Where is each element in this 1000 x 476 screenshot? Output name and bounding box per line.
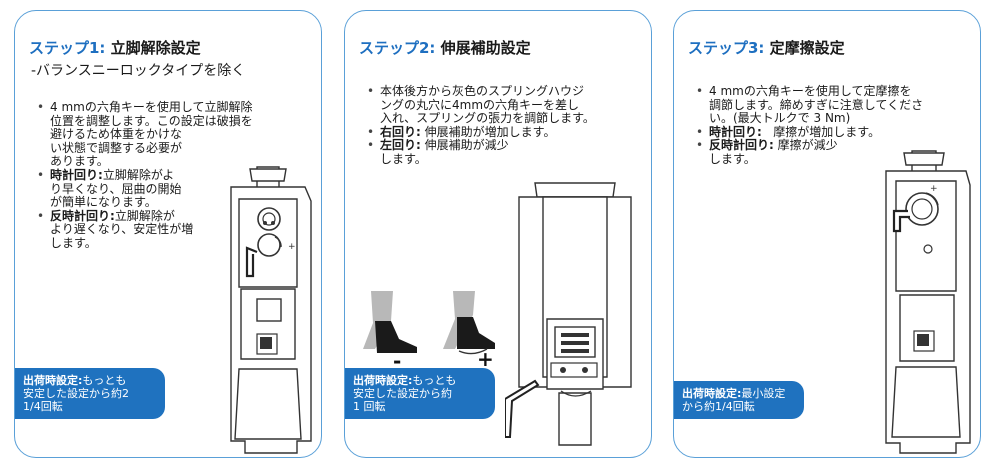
step2-factory-note: 出荷時設定:もっとも 安定した設定から約 1 回転 — [345, 368, 495, 419]
step3-title: ステップ3: 定摩擦設定 — [688, 37, 845, 58]
step2-bullet-ccw: 左回り: 伸展補助が減少 します。 — [367, 139, 647, 166]
step1-bullet-ccw: 反時計回り:立脚解除が より遅くなり、安定性が増 します。 — [37, 209, 307, 251]
step1-bullet-1: 4 mmの六角キーを使用して立脚解除 位置を調整します。この設定は破損を 避ける… — [37, 100, 307, 169]
minus-sign: - — [393, 349, 402, 373]
leg-extension-illustration — [363, 291, 495, 355]
svg-text:+: + — [930, 184, 938, 194]
step1-subtitle: -バランスニーロックタイプを除く — [31, 63, 246, 79]
knee-device-friction-illustration: + — [885, 150, 971, 454]
step3-bullet-ccw: 反時計回り: 摩擦が減少 します。 — [696, 139, 978, 166]
step3-title-text: 定摩擦設定 — [769, 39, 845, 57]
step1-bullet-cw: 時計回り:立脚解除がよ り早くなり、屈曲の開始 が簡単になります。 — [37, 168, 307, 210]
svg-text:+: + — [288, 242, 296, 252]
step2-label: ステップ2: — [359, 39, 436, 57]
step3-factory-note: 出荷時設定:最小設定 から約1/4回転 — [674, 381, 804, 419]
step3-bullet-1: 4 mmの六角キーを使用して定摩擦を 調節します。締めすぎに注意してくださ い。… — [696, 84, 978, 126]
step2-bullet-cw: 右回り: 伸展補助が増加します。 — [367, 125, 647, 140]
step2-bullet-1: 本体後方から灰色のスプリングハウジ ングの丸穴に4mmの六角キーを差し 入れ、ス… — [367, 84, 647, 126]
step1-panel: ステップ1: 立脚解除設定 -バランスニーロックタイプを除く 4 mmの六角キー… — [14, 10, 322, 458]
step3-panel: ステップ3: 定摩擦設定 4 mmの六角キーを使用して定摩擦を 調節します。締め… — [673, 10, 981, 458]
step1-label: ステップ1: — [29, 39, 106, 57]
knee-device-rear-illustration — [505, 182, 632, 446]
step1-factory-note: 出荷時設定:もっとも 安定した設定から約2 1/4回転 — [15, 368, 165, 419]
step2-title: ステップ2: 伸展補助設定 — [359, 37, 531, 58]
knee-device-illustration: + — [230, 166, 312, 454]
step1-title: ステップ1: 立脚解除設定 — [29, 37, 201, 58]
plus-sign: + — [477, 347, 494, 371]
step3-label: ステップ3: — [688, 39, 765, 57]
step1-title-text: 立脚解除設定 — [110, 39, 201, 57]
step3-bullets: 4 mmの六角キーを使用して定摩擦を 調節します。締めすぎに注意してくださ い。… — [696, 84, 978, 167]
step2-title-text: 伸展補助設定 — [440, 39, 531, 57]
step3-bullet-cw: 時計回り: 摩擦が増加します。 — [696, 125, 978, 140]
step2-panel: ステップ2: 伸展補助設定 本体後方から灰色のスプリングハウジ ングの丸穴に4m… — [344, 10, 652, 458]
step1-bullets: 4 mmの六角キーを使用して立脚解除 位置を調整します。この設定は破損を 避ける… — [37, 100, 307, 251]
step2-bullets: 本体後方から灰色のスプリングハウジ ングの丸穴に4mmの六角キーを差し 入れ、ス… — [367, 84, 647, 167]
